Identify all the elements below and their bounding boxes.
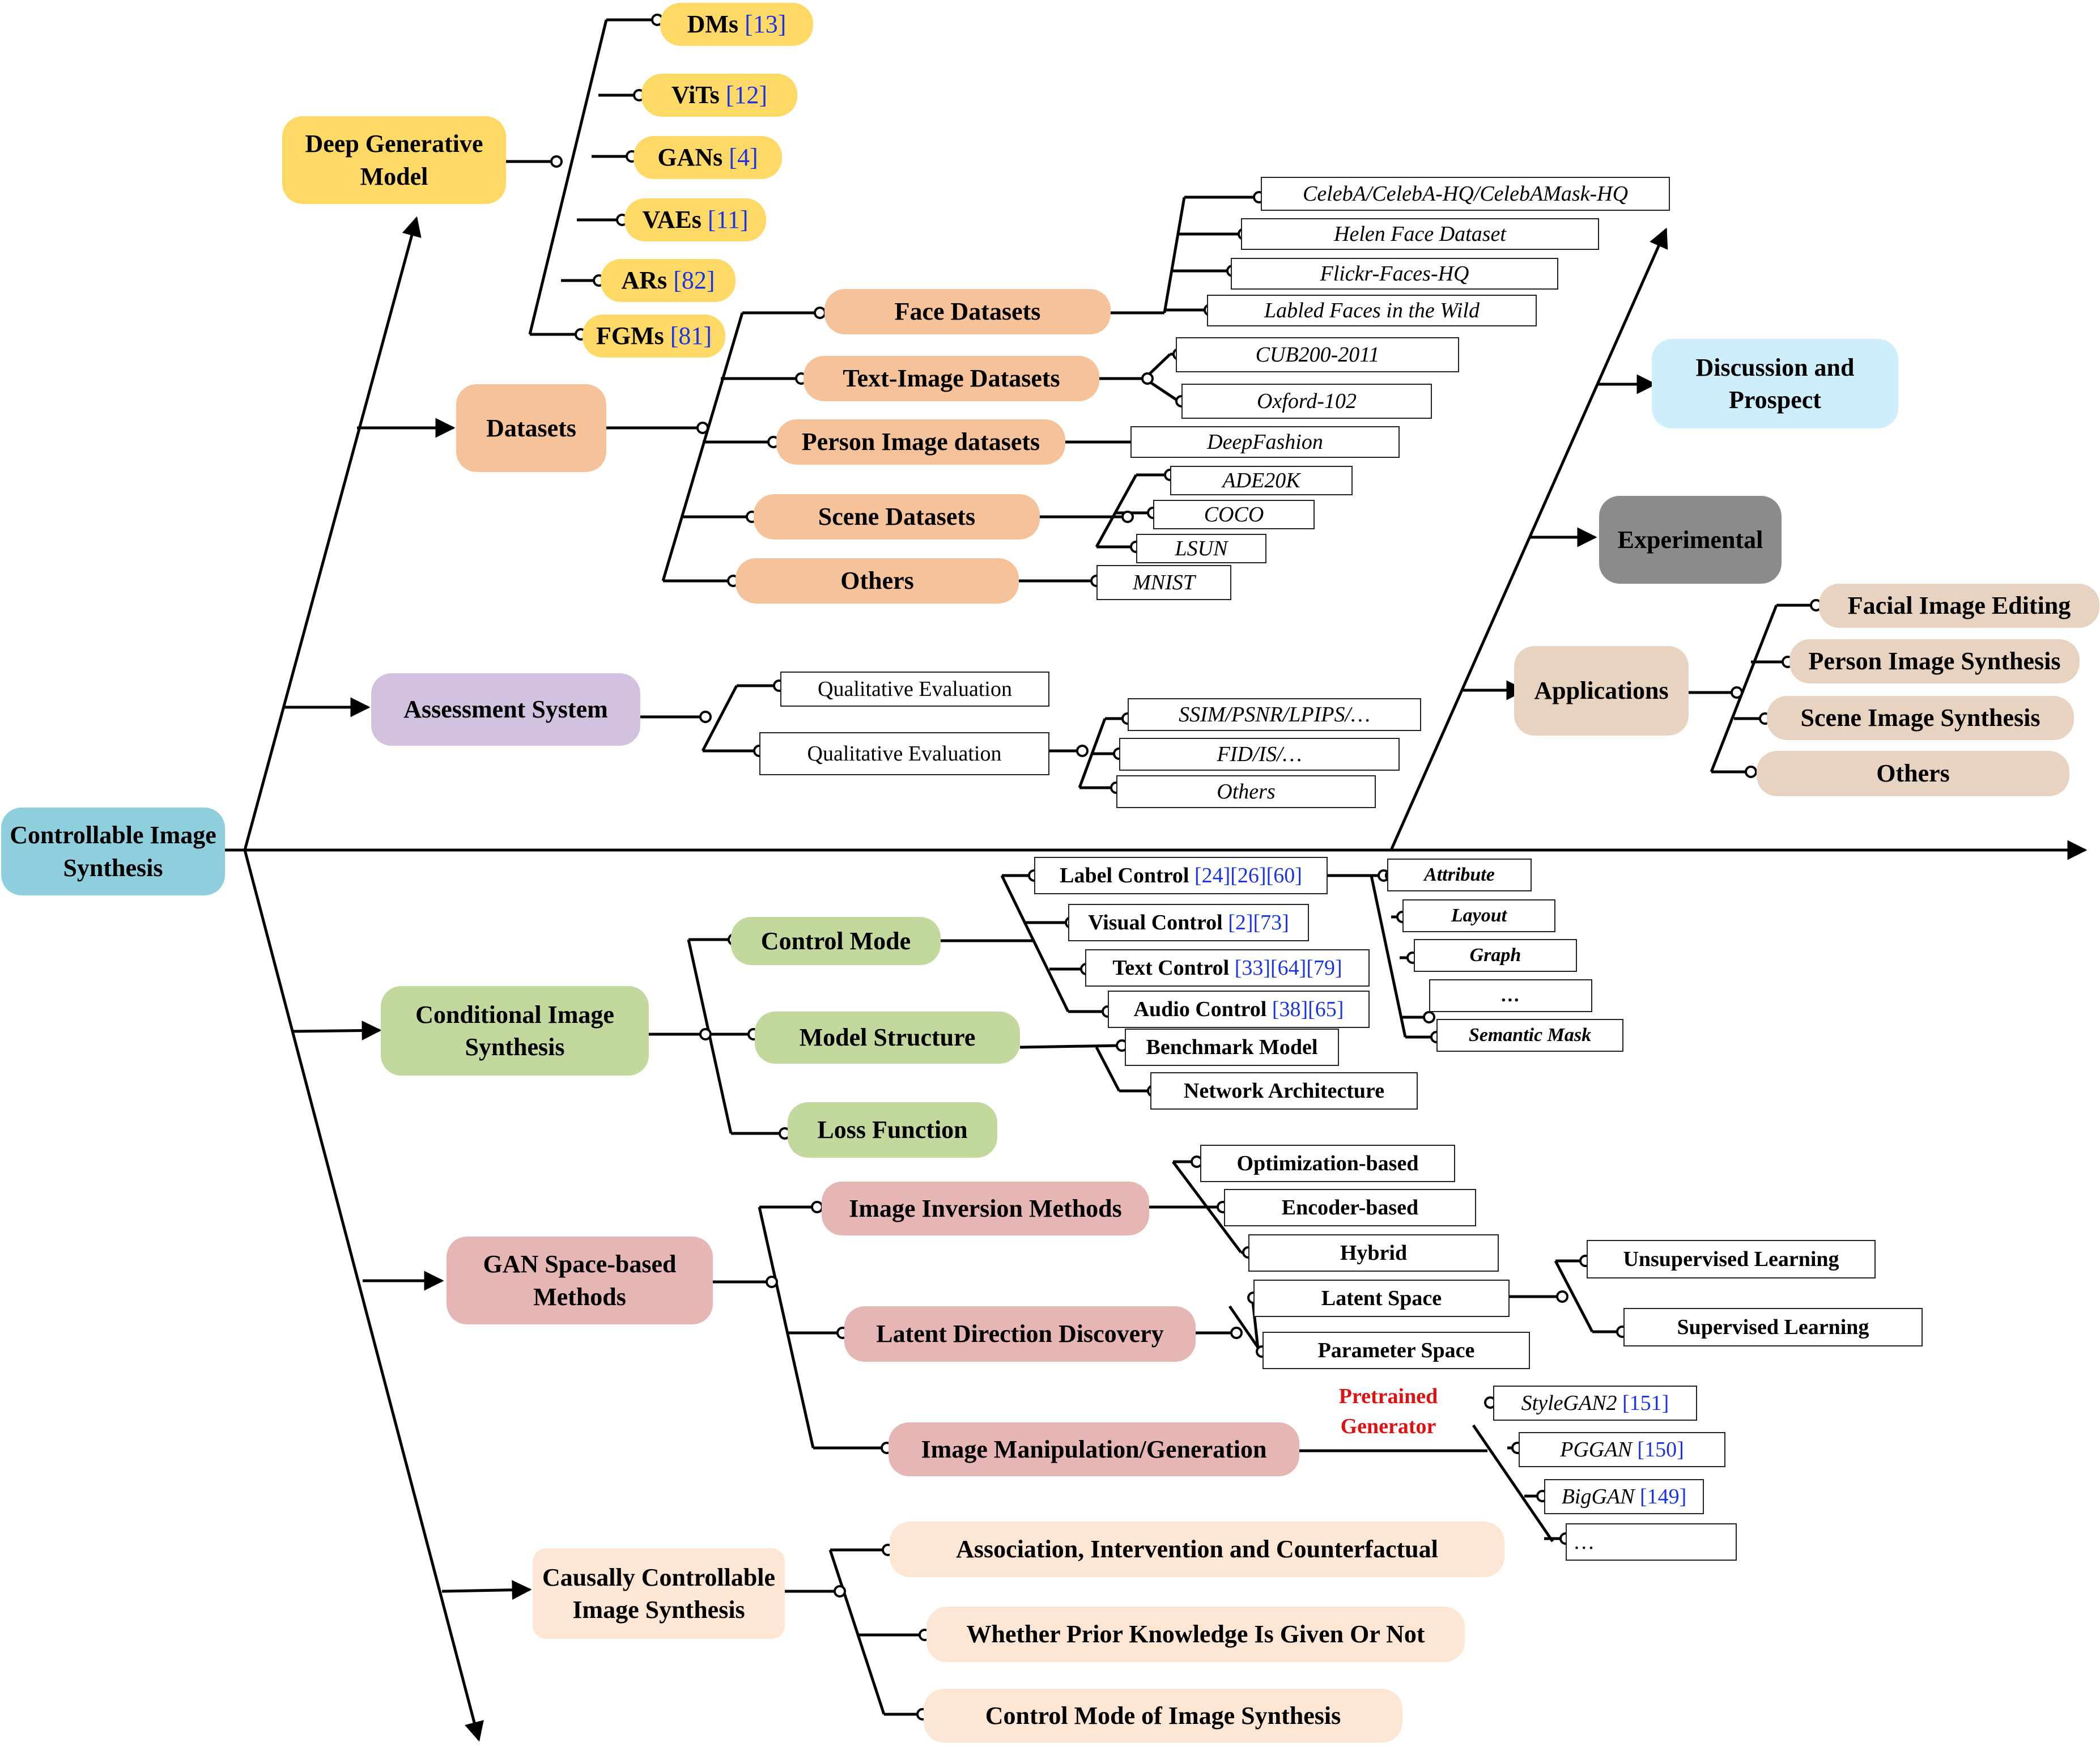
face-datasets-node: Face Datasets [824, 289, 1111, 334]
text-image-datasets-node: Text-Image Datasets [804, 356, 1099, 401]
dgm-item-vaes: VAEs [11] [624, 198, 766, 241]
loss-function-node: Loss Function [788, 1102, 997, 1158]
metric-fid: FID/IS/… [1119, 738, 1400, 771]
generator-pggan: PGGAN [150] [1519, 1432, 1725, 1467]
datasets-node: Datasets [456, 384, 606, 472]
parameter-space-box: Parameter Space [1262, 1332, 1530, 1369]
person-image-datasets-node: Person Image datasets [776, 419, 1065, 465]
conditional-image-synthesis-node: Conditional Image Synthesis [381, 986, 649, 1076]
network-architecture-box: Network Architecture [1150, 1072, 1418, 1110]
dataset-helen: Helen Face Dataset [1241, 218, 1599, 250]
dgm-item-ars: ARs [82] [601, 259, 736, 302]
dataset-deepfashion: DeepFashion [1130, 426, 1400, 458]
qualitative-evaluation-box-1: Qualitative Evaluation [780, 672, 1049, 707]
dgm-item-gans: GANs [4] [634, 136, 782, 179]
datasets-others-node: Others [736, 558, 1019, 604]
dataset-oxford: Oxford-102 [1181, 384, 1432, 419]
root-node: Controllable Image Synthesis [1, 808, 225, 895]
pretrained-generator-label: Pretrained Generator [1338, 1384, 1438, 1439]
dataset-celeba: CelebA/CelebA-HQ/CelebAMask-HQ [1261, 177, 1670, 211]
causal-controllable-node: Causally Controllable Image Synthesis [533, 1548, 785, 1639]
visual-control-box: Visual Control [2][73] [1068, 904, 1309, 941]
dgm-item-dms: DMs [13] [660, 3, 813, 46]
deep-generative-model-node: Deep Generative Model [282, 116, 506, 204]
app-person-image-synthesis: Person Image Synthesis [1789, 639, 2080, 683]
scene-datasets-node: Scene Datasets [754, 494, 1040, 539]
gan-space-methods-node: GAN Space-based Methods [447, 1237, 713, 1324]
supervised-learning-box: Supervised Learning [1623, 1308, 1923, 1346]
label-type-graph: Graph [1414, 939, 1577, 972]
assessment-system-node: Assessment System [371, 673, 640, 746]
label-type-attribute: Attribute [1387, 859, 1532, 891]
latent-direction-discovery-node: Latent Direction Discovery [844, 1306, 1196, 1362]
causal-item-prior-knowledge: Whether Prior Knowledge Is Given Or Not [926, 1607, 1465, 1662]
metric-others: Others [1116, 775, 1376, 808]
text-control-box: Text Control [33][64][79] [1085, 949, 1370, 987]
generator-ellipsis: … [1566, 1523, 1737, 1561]
app-scene-image-synthesis: Scene Image Synthesis [1767, 696, 2074, 740]
image-inversion-methods-node: Image Inversion Methods [822, 1182, 1149, 1235]
image-manipulation-generation-node: Image Manipulation/Generation [889, 1422, 1299, 1476]
label-type-ellipsis: … [1429, 979, 1592, 1012]
metric-ssim: SSIM/PSNR/LPIPS/… [1128, 698, 1421, 731]
generator-biggan: BigGAN [149] [1544, 1479, 1704, 1514]
qualitative-evaluation-box-2: Qualitative Evaluation [759, 732, 1049, 775]
latent-space-box: Latent Space [1253, 1280, 1510, 1317]
label-control-box: Label Control [24][26][60] [1034, 857, 1328, 894]
benchmark-model-box: Benchmark Model [1125, 1029, 1339, 1066]
unsupervised-learning-box: Unsupervised Learning [1587, 1240, 1876, 1278]
optimization-based-box: Optimization-based [1200, 1145, 1455, 1182]
label-type-layout: Layout [1402, 899, 1555, 932]
app-others: Others [1757, 751, 2069, 796]
app-facial-image-editing: Facial Image Editing [1819, 584, 2099, 628]
dataset-coco: COCO [1153, 500, 1315, 529]
causal-item-control-mode: Control Mode of Image Synthesis [924, 1689, 1402, 1743]
generator-stylegan2: StyleGAN2 [151] [1493, 1386, 1697, 1421]
causal-item-association: Association, Intervention and Counterfac… [890, 1522, 1504, 1577]
dataset-lfw: Labled Faces in the Wild [1207, 295, 1537, 326]
dgm-item-fgms: FGMs [81] [583, 315, 725, 358]
applications-node: Applications [1514, 646, 1689, 736]
label-type-semantic-mask: Semantic Mask [1436, 1019, 1623, 1052]
hybrid-box: Hybrid [1248, 1234, 1499, 1272]
audio-control-box: Audio Control [38][65] [1108, 991, 1370, 1028]
dataset-cub: CUB200-2011 [1176, 337, 1459, 372]
discussion-prospect-node: Discussion and Prospect [1652, 339, 1898, 428]
dgm-item-vits: ViTs [12] [641, 74, 797, 117]
dataset-mnist: MNIST [1096, 565, 1231, 600]
model-structure-node: Model Structure [755, 1012, 1020, 1064]
dataset-ffhq: Flickr-Faces-HQ [1231, 258, 1558, 290]
experimental-node: Experimental [1599, 496, 1782, 584]
dataset-ade20k: ADE20K [1170, 466, 1353, 495]
dataset-lsun: LSUN [1136, 534, 1266, 563]
control-mode-node: Control Mode [731, 917, 941, 965]
encoder-based-box: Encoder-based [1224, 1189, 1476, 1226]
